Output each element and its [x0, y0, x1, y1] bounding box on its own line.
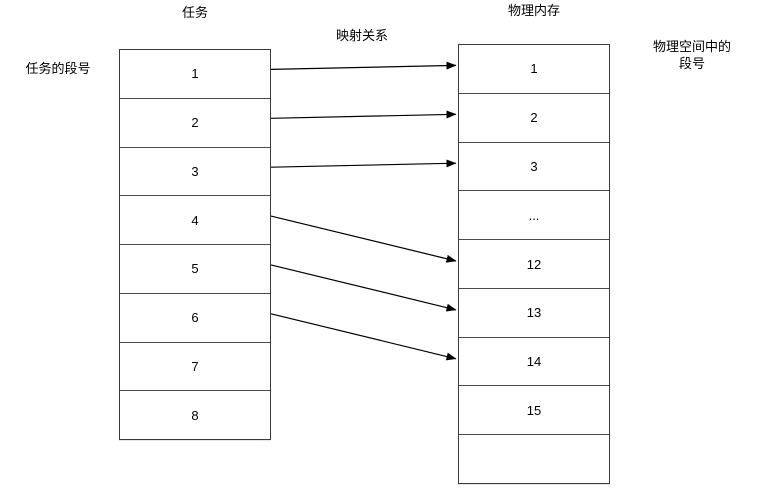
memory-row: 12 — [459, 240, 609, 289]
task-row: 8 — [191, 407, 199, 423]
memory-row: 2 — [459, 94, 609, 143]
task-row: 7 — [120, 343, 270, 392]
task-row: 3 — [120, 148, 270, 197]
mapping-arrow — [270, 313, 457, 361]
memory-row: 1 — [459, 45, 609, 94]
memory-table-title: 物理内存 — [507, 3, 560, 18]
memory-row — [459, 435, 609, 483]
task-row: 4 — [120, 196, 270, 245]
mapping-relation-title: 映射关系 — [335, 28, 388, 43]
physical-memory-table: 1 2 3 ... 12 13 14 15 — [458, 44, 610, 484]
task-table-title: 任务 — [181, 5, 208, 20]
task-row: 5 — [120, 245, 270, 294]
task-row: 2 — [120, 99, 270, 148]
mapping-arrow — [270, 61, 457, 70]
memory-row: 3 — [459, 143, 609, 192]
memory-row: 14 — [459, 338, 609, 387]
mapping-arrow — [270, 159, 457, 168]
physical-segment-number-label: 物理空间中的 段号 — [652, 39, 731, 71]
task-segment-number-label: 任务的段号 — [25, 61, 91, 76]
task-row: 6 — [120, 294, 270, 343]
mapping-arrow — [270, 215, 457, 263]
memory-row: ... — [459, 191, 609, 241]
mapping-arrow — [270, 110, 457, 119]
mapping-arrow — [270, 264, 457, 312]
task-segment-table: 1 2 3 4 5 6 7 8 — [119, 49, 271, 440]
task-row: 1 — [120, 50, 270, 99]
memory-row: 13 — [459, 289, 609, 338]
memory-row: 15 — [459, 386, 609, 436]
